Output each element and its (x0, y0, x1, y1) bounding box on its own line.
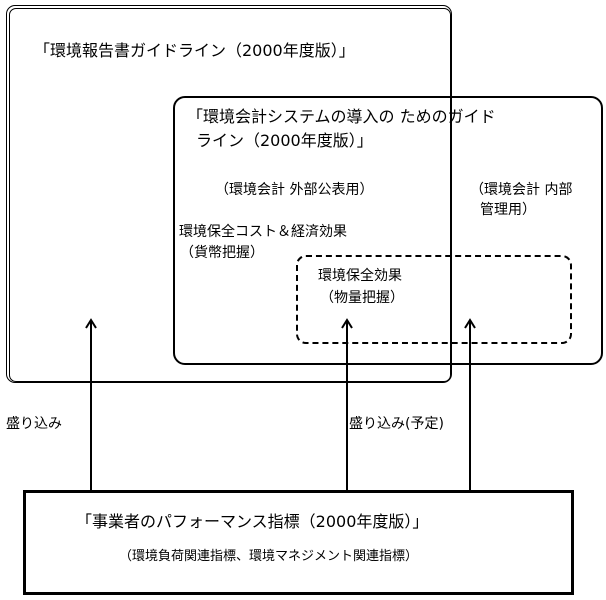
environmental-effect-label-line1: 環境保全効果 (318, 268, 402, 284)
arrow-middle-label: 盛り込み(予定) (349, 416, 444, 432)
report-guideline-box-inner-border (9, 8, 451, 382)
arrow-middle-head (341, 318, 353, 329)
environmental-effect-label-line2: （物量把握） (320, 290, 404, 306)
environmental-effect-box (296, 255, 572, 344)
arrow-left-head (85, 318, 97, 329)
report-guideline-box (6, 5, 452, 383)
accounting-guideline-box (173, 96, 603, 365)
performance-indicators-box (23, 490, 574, 595)
arrow-left-label: 盛り込み (6, 416, 62, 432)
internal-accounting-label-line2: 管理用） (480, 202, 536, 218)
performance-indicators-title: 「事業者のパフォーマンス指標（2000年度版）」 (76, 512, 429, 531)
cost-benefit-label-line2: （貨幣把握） (180, 245, 264, 261)
cost-benefit-label-line1: 環境保全コスト＆経済効果 (179, 224, 347, 240)
external-accounting-label: （環境会計 外部公表用） (215, 182, 374, 198)
accounting-guideline-title-line1: 「環境会計システムの導入の ためのガイド (187, 107, 496, 126)
arrow-right-head (464, 318, 476, 329)
performance-indicators-subtitle: （環境負荷関連指標、環境マネジメント関連指標） (119, 549, 419, 564)
accounting-guideline-title-line2: ライン（2000年度版）」 (196, 131, 373, 150)
report-guideline-title: 「環境報告書ガイドライン（2000年度版）」 (34, 41, 355, 60)
internal-accounting-label-line1: （環境会計 内部 (470, 182, 573, 198)
